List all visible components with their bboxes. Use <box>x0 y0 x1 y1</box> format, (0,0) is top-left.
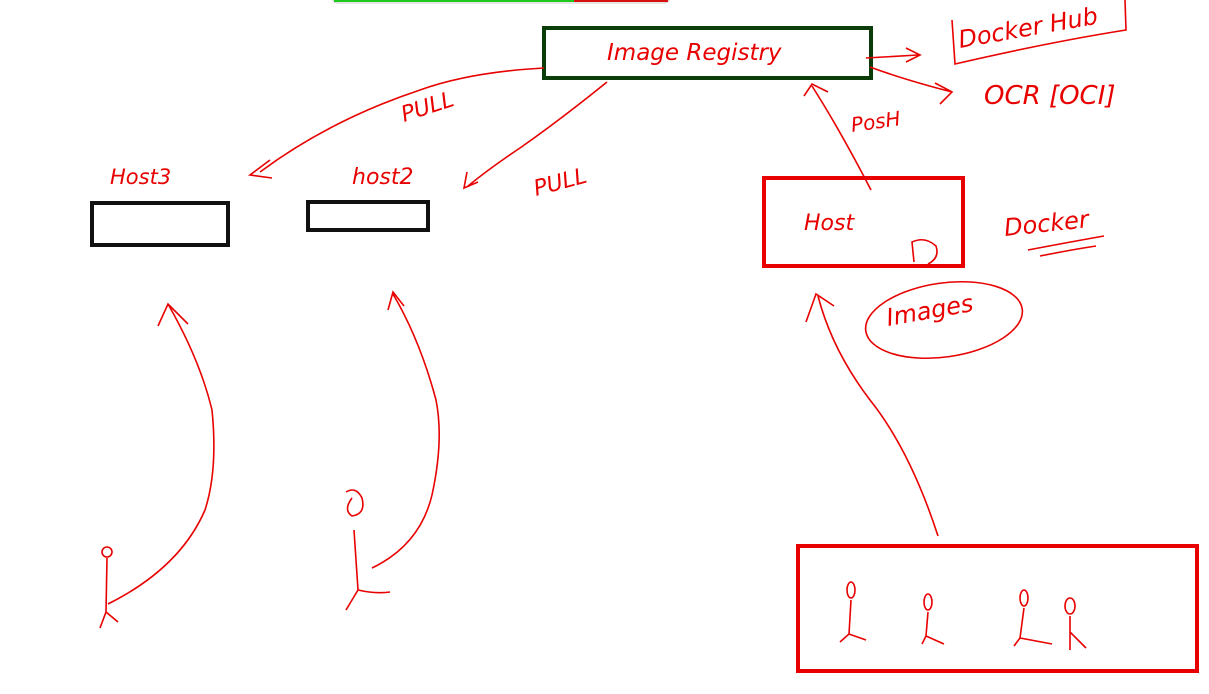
images-oval <box>864 280 1024 360</box>
arrow-to-ocr <box>869 66 954 105</box>
host-box <box>762 176 965 268</box>
host-doodle <box>911 238 938 265</box>
arrow-to-dockerhub <box>865 47 922 63</box>
registry-box <box>542 26 873 80</box>
host3-label: Host3 <box>110 165 171 189</box>
users-arrow-host <box>805 292 939 537</box>
host2-box <box>306 200 430 232</box>
ocr-label: OCR [OCI] <box>984 81 1116 111</box>
user-figure-host3 <box>99 546 119 629</box>
registry-label: Image Registry <box>607 40 782 66</box>
docker-underline <box>1027 235 1105 257</box>
toolbar-red-segment <box>574 0 668 2</box>
host-label: Host <box>804 211 855 236</box>
toolbar-green-segment <box>334 0 574 2</box>
dockerhub-label: Docker Hub <box>956 2 1100 54</box>
push-arrow <box>803 82 872 191</box>
user-figure-3 <box>1013 589 1053 647</box>
users-box <box>796 544 1199 673</box>
toolbar-strip[interactable] <box>332 0 670 4</box>
pull-line-to-host2 <box>462 81 608 190</box>
pull-label-left: PULL <box>398 87 457 127</box>
user-figure-2 <box>921 593 945 645</box>
pull-line-to-host3 <box>247 67 545 179</box>
user-figure-1 <box>839 581 867 643</box>
user-figure-host2 <box>345 489 391 611</box>
user-arrow-host3 <box>107 302 215 605</box>
user-arrow-host2 <box>371 290 440 569</box>
user-figure-4 <box>1064 597 1087 650</box>
push-label: PosH <box>849 106 902 137</box>
docker-label: Docker <box>1003 205 1092 242</box>
host2-label: host2 <box>352 165 414 190</box>
pull-label-mid: PULL <box>531 164 590 202</box>
dockerhub-box <box>951 0 1127 65</box>
host3-box <box>90 201 230 247</box>
